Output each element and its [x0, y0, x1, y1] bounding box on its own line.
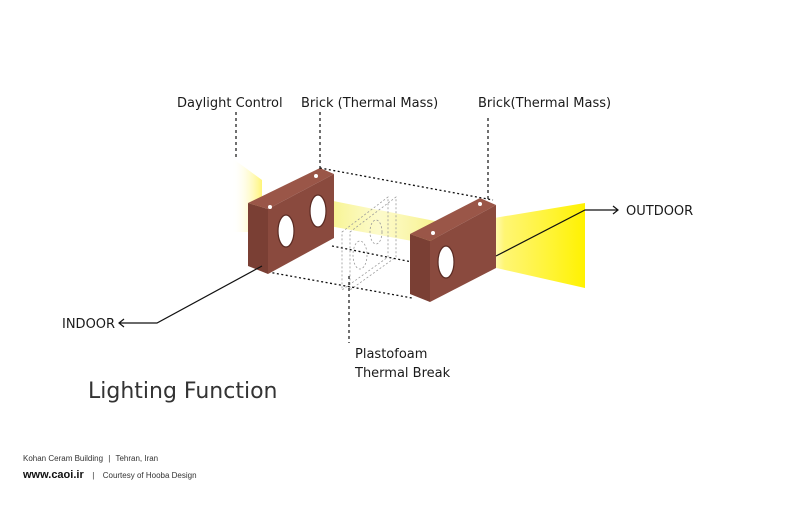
label-indoor: INDOOR	[62, 317, 115, 332]
label-daylight-control: Daylight Control	[177, 96, 283, 111]
footer-building: Kohan Ceram Building | Tehran, Iran	[23, 454, 158, 463]
label-plastofoam: Plastofoam	[355, 347, 427, 362]
footer-credit: www.caoi.ir | Courtesy of Hooba Design	[22, 465, 197, 482]
brick-right-top	[410, 198, 496, 241]
brick-left-hole-1	[277, 214, 295, 248]
indoor-leader	[120, 265, 263, 324]
diagram-title: Lighting Function	[88, 379, 278, 404]
label-brick-left: Brick (Thermal Mass)	[301, 96, 438, 111]
label-outdoor: OUTDOOR	[626, 204, 693, 219]
footer-courtesy: Courtesy of Hooba Design	[103, 471, 197, 480]
brick-right-pin	[478, 202, 482, 206]
footer-sep-1: |	[108, 454, 110, 463]
middle-light-beam	[318, 198, 440, 246]
outdoor-leader	[495, 209, 617, 257]
indoor-arrow-icon	[118, 318, 125, 328]
brick-right	[410, 198, 496, 302]
leader-lines	[120, 112, 617, 343]
label-thermal-break: Thermal Break	[354, 366, 451, 381]
brick-right-hole	[437, 245, 455, 279]
brick-left-pin	[268, 205, 272, 209]
brick-right-front	[410, 234, 430, 302]
brick-left-front	[248, 203, 268, 274]
brick-left-top	[248, 168, 334, 209]
brick-left-hole-2	[309, 194, 327, 228]
footer-site-link: www.caoi.ir	[22, 469, 84, 481]
footer-building-name: Kohan Ceram Building	[23, 454, 103, 463]
brick-right-pin	[431, 231, 435, 235]
label-brick-right: Brick(Thermal Mass)	[478, 96, 611, 111]
plastofoam-outline	[341, 196, 397, 291]
brick-left-pin	[314, 174, 318, 178]
arrows	[118, 205, 619, 328]
outdoor-arrow-icon	[612, 205, 619, 215]
connection-lines	[267, 167, 494, 299]
footer-sep-2: |	[92, 471, 94, 480]
footer-location: Tehran, Iran	[115, 454, 158, 463]
brick-left	[248, 168, 334, 274]
